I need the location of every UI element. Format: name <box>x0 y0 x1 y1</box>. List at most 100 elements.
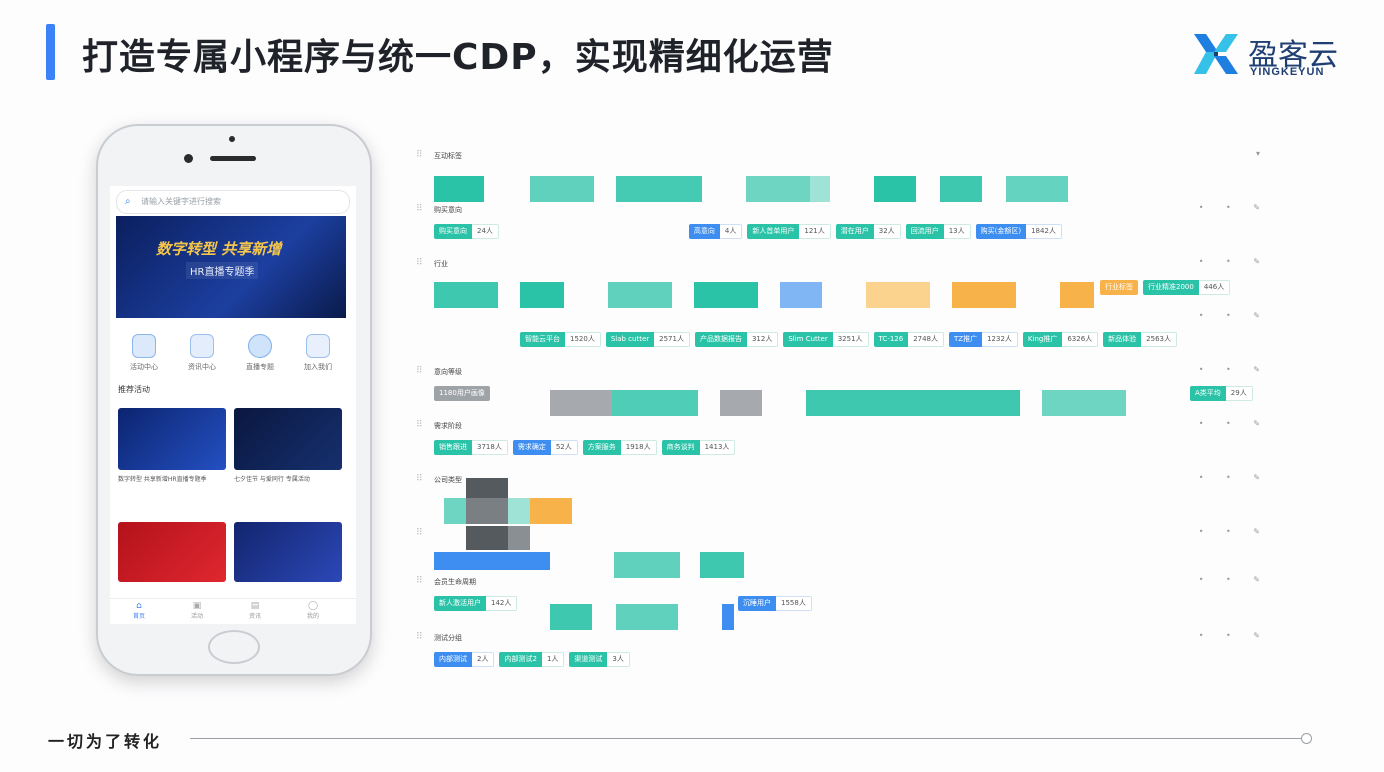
tag-group-header[interactable]: ⠿ 购买意向 • • ✎ <box>414 202 1284 218</box>
group-actions-icon[interactable]: • • ✎ <box>1198 527 1270 536</box>
event-card[interactable] <box>234 408 342 470</box>
drag-handle-icon[interactable]: ⠿ <box>416 576 423 586</box>
group-actions-icon[interactable]: • • ✎ <box>1198 419 1270 428</box>
search-input[interactable]: ⌕ 请输入关键字进行搜索 <box>116 190 350 214</box>
drag-handle-icon[interactable]: ⠿ <box>416 474 423 484</box>
tag-group-name: 公司类型 <box>434 476 462 484</box>
title-accent-bar <box>46 24 55 80</box>
quick-action-label: 活动中心 <box>130 363 158 371</box>
user-icon: ◯ <box>307 601 319 611</box>
tag-chip[interactable]: 购买(金额区)1842人 <box>975 224 1062 239</box>
tag-group-header[interactable]: ⠿ 意向等级 • • ✎ <box>414 364 1284 380</box>
tag-group-name: 会员生命周期 <box>434 578 476 586</box>
tag-group-header[interactable]: ⠿ 公司类型 • • ✎ <box>414 472 1284 488</box>
phone-home-button <box>208 630 260 664</box>
event-card[interactable] <box>118 522 226 582</box>
blurred-tags <box>550 604 734 630</box>
group-actions-icon[interactable]: • • ✎ <box>1198 311 1270 320</box>
yingkeyun-logo-icon <box>1194 34 1238 74</box>
group-actions-icon[interactable]: • • ✎ <box>1198 631 1270 640</box>
tab-activity[interactable]: ▣ 活动 <box>172 601 222 620</box>
banner-subline: HR直播专题季 <box>186 262 259 279</box>
group-actions-icon[interactable]: • • ✎ <box>1198 365 1270 374</box>
blurred-tags <box>434 282 1094 308</box>
event-card-desc: 数字转型 共享新增HR直播专题季 <box>118 476 207 483</box>
tab-label: 活动 <box>190 613 203 620</box>
quick-action-news[interactable]: 资讯中心 <box>182 334 222 372</box>
drag-handle-icon[interactable]: ⠿ <box>416 420 423 430</box>
quick-action-join[interactable]: 加入我们 <box>298 334 338 372</box>
tab-profile[interactable]: ◯ 我的 <box>288 601 338 620</box>
blurred-tags <box>434 552 744 578</box>
tag-group-header[interactable]: 产品 • • ✎ <box>414 310 1284 326</box>
quick-action-label: 直播专题 <box>246 363 274 371</box>
logo-name-cn: 盈客云 <box>1248 38 1338 73</box>
tag-group-header[interactable]: ⠿ 会员生命周期 • • ✎ <box>414 574 1284 590</box>
quick-action-activity[interactable]: 活动中心 <box>124 334 164 372</box>
group-actions-icon[interactable]: • • ✎ <box>1198 257 1270 266</box>
group-actions-icon[interactable]: • • ✎ <box>1198 575 1270 584</box>
tag-group-header[interactable]: ⠿ 互动标签 ▾ <box>414 148 1284 164</box>
tag-group-header[interactable]: ⠿ 行业 • • ✎ <box>414 256 1284 272</box>
drag-handle-icon[interactable]: ⠿ <box>416 258 423 268</box>
tag-chip[interactable]: 1180用户画像 <box>434 386 490 401</box>
tag-group-header[interactable]: ⠿ 职位 • • ✎ <box>414 526 1284 542</box>
footer-divider <box>190 738 1302 739</box>
drag-handle-icon[interactable]: ⠿ <box>416 528 423 538</box>
tag-group-name: 购买意向 <box>434 206 462 214</box>
tab-news[interactable]: ▤ 资讯 <box>230 601 280 620</box>
tag-group-header[interactable]: ⠿ 测试分组 • • ✎ <box>414 630 1284 646</box>
chevron-down-icon[interactable]: ▾ <box>1255 149 1270 158</box>
news-icon <box>190 334 214 358</box>
drag-handle-icon[interactable]: ⠿ <box>416 150 423 160</box>
tab-home[interactable]: ⌂ 首页 <box>114 601 164 620</box>
event-card[interactable] <box>118 408 226 470</box>
drag-handle-icon[interactable]: ⠿ <box>416 632 423 642</box>
tag-group-header[interactable]: ⠿ 需求阶段 • • ✎ <box>414 418 1284 434</box>
group-actions-icon[interactable]: • • ✎ <box>1198 473 1270 482</box>
group-actions-icon[interactable]: • • ✎ <box>1198 203 1270 212</box>
brand-logo: 盈客云 YINGKEYUN <box>1192 30 1362 82</box>
tag-list: 1180用户画像 <box>434 386 495 405</box>
tag-group-name: 意向等级 <box>434 368 462 376</box>
tab-label: 首页 <box>132 613 145 620</box>
drag-handle-icon[interactable]: ⠿ <box>416 366 423 376</box>
home-banner[interactable]: 数字转型 共享新增 HR直播专题季 <box>116 216 346 318</box>
bottom-tab-bar: ⌂ 首页 ▣ 活动 ▤ 资讯 ◯ 我的 <box>110 598 356 624</box>
tag-chip[interactable]: 行业标签 <box>1100 280 1138 295</box>
blurred-tags <box>444 498 572 524</box>
mini-program-screen: ⌕ 请输入关键字进行搜索 数字转型 共享新增 HR直播专题季 活动中心 资讯中心… <box>110 186 356 624</box>
event-card[interactable] <box>234 522 342 582</box>
drag-handle-icon[interactable]: ⠿ <box>416 204 423 214</box>
quick-action-live[interactable]: 直播专题 <box>240 334 280 372</box>
